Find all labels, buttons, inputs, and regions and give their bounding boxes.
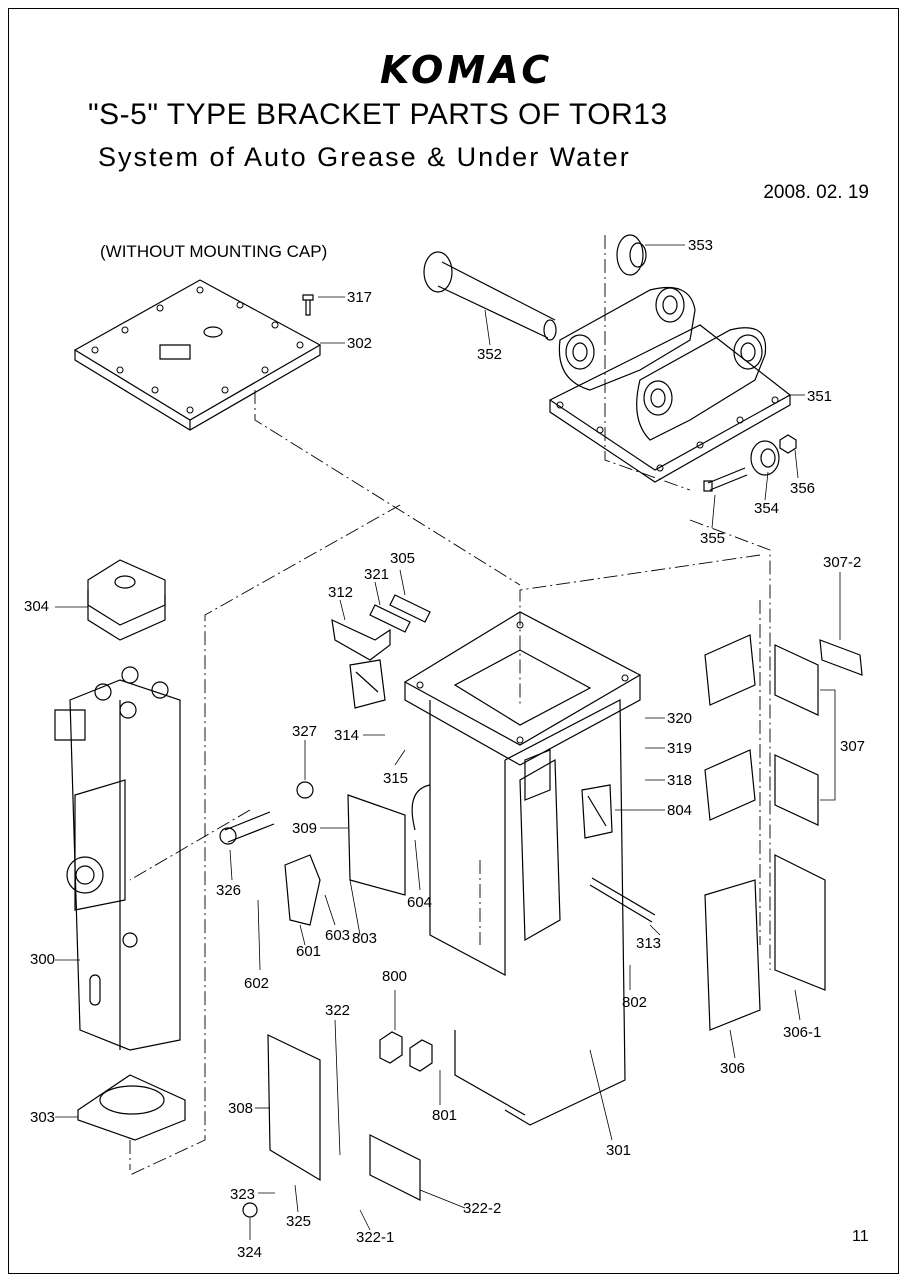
top-plate-302 xyxy=(75,280,320,430)
brackets-305-321-312 xyxy=(332,595,430,660)
part-label-307: 307 xyxy=(840,738,866,755)
part-label-601: 601 xyxy=(296,943,322,960)
bolt-326 xyxy=(225,812,274,842)
part-label-302: 302 xyxy=(347,335,373,352)
part-label-323: 323 xyxy=(230,1186,256,1203)
part-label-321: 321 xyxy=(364,566,390,583)
cap-353 xyxy=(617,235,646,275)
nut-356 xyxy=(780,435,796,453)
page-number: 11 xyxy=(852,1228,869,1245)
part-label-314: 314 xyxy=(334,727,360,744)
part-label-352: 352 xyxy=(477,346,503,363)
assembly-centerlines xyxy=(130,235,770,1175)
part-label-309: 309 xyxy=(292,820,318,837)
side-plate-306-1 xyxy=(775,855,825,990)
part-label-324: 324 xyxy=(237,1244,263,1261)
drawing-frame xyxy=(8,8,899,1274)
part-label-300: 300 xyxy=(30,951,56,968)
part-label-312: 312 xyxy=(328,584,354,601)
part-label-318: 318 xyxy=(667,772,693,789)
part-label-313: 313 xyxy=(636,935,662,952)
bolt-317 xyxy=(303,295,313,315)
plate-309 xyxy=(348,795,405,895)
mounting-cap-note: (WITHOUT MOUNTING CAP) xyxy=(100,242,328,261)
part-label-322: 322 xyxy=(325,1002,351,1019)
part-label-305: 305 xyxy=(390,550,416,567)
part-label-604: 604 xyxy=(407,894,433,911)
part-label-356: 356 xyxy=(790,480,816,497)
brand-logo: KOMAC xyxy=(380,48,554,92)
bolt-355 xyxy=(708,468,747,490)
side-plate-306 xyxy=(705,880,760,1030)
part-label-804: 804 xyxy=(667,802,693,819)
part-label-308: 308 xyxy=(228,1100,254,1117)
part-label-801: 801 xyxy=(432,1107,458,1124)
window-804 xyxy=(582,785,612,838)
part-label-307-2: 307-2 xyxy=(823,554,862,571)
plate-322-2 xyxy=(370,1135,420,1200)
part-label-301: 301 xyxy=(606,1142,632,1159)
cap-800 xyxy=(380,1032,402,1063)
plug-324 xyxy=(243,1203,257,1217)
leader-lines xyxy=(55,245,840,1240)
part-label-306: 306 xyxy=(720,1060,746,1077)
part-label-315: 315 xyxy=(383,770,409,787)
part-label-803: 803 xyxy=(352,930,378,947)
part-label-353: 353 xyxy=(688,237,714,254)
damper-304 xyxy=(88,560,165,640)
part-label-317: 317 xyxy=(347,289,373,306)
clamp-354 xyxy=(751,441,779,475)
part-label-802: 802 xyxy=(622,994,648,1011)
part-label-319: 319 xyxy=(667,740,693,757)
part-label-303: 303 xyxy=(30,1109,56,1126)
part-label-603: 603 xyxy=(325,927,351,944)
part-label-354: 354 xyxy=(754,500,780,517)
pin-352 xyxy=(424,252,556,340)
bolt-355-head xyxy=(704,481,712,491)
part-label-602: 602 xyxy=(244,975,270,992)
drawing-date: 2008. 02. 19 xyxy=(763,182,869,203)
part-label-322-1: 322-1 xyxy=(356,1229,395,1246)
part-label-320: 320 xyxy=(667,710,693,727)
part-label-304: 304 xyxy=(24,598,50,615)
hammer-body-300 xyxy=(55,667,180,1050)
upper-bracket-351 xyxy=(550,288,790,483)
damper-303 xyxy=(78,1075,185,1140)
nut-327 xyxy=(297,782,313,798)
cap-801 xyxy=(410,1040,432,1071)
part-label-351: 351 xyxy=(807,388,833,405)
part-label-800: 800 xyxy=(382,968,408,985)
page-subtitle: System of Auto Grease & Under Water xyxy=(98,142,631,172)
rod-313 xyxy=(590,878,655,922)
part-label-322-2: 322-2 xyxy=(463,1200,502,1217)
part-label-306-1: 306-1 xyxy=(783,1024,822,1041)
wear-plates-307 xyxy=(705,635,862,825)
part-label-355: 355 xyxy=(700,530,726,547)
hose-604 xyxy=(412,785,430,830)
part-label-327: 327 xyxy=(292,723,318,740)
part-label-326: 326 xyxy=(216,882,242,899)
bolt-326-head xyxy=(220,828,236,844)
window-left xyxy=(350,660,385,708)
page-title: "S-5" TYPE BRACKET PARTS OF TOR13 xyxy=(88,98,668,131)
block-601 xyxy=(285,855,320,925)
bracket-casing-301 xyxy=(405,612,640,1125)
part-label-325: 325 xyxy=(286,1213,312,1230)
cover-plate-308 xyxy=(268,1035,320,1180)
